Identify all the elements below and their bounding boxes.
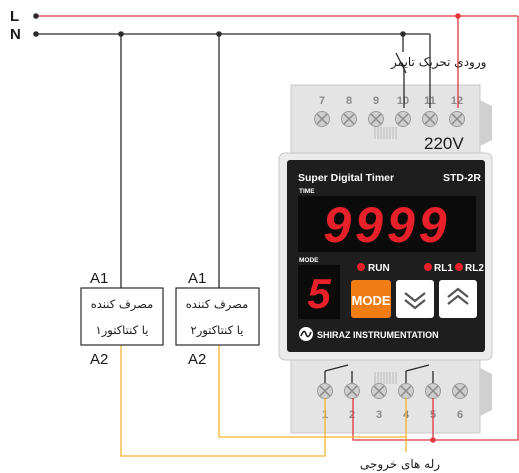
mode-label: MODE bbox=[299, 257, 319, 264]
relay-2-contact bbox=[405, 364, 434, 383]
neutral-source-point bbox=[33, 31, 39, 37]
output-wire-2 bbox=[218, 345, 407, 438]
time-display: 9999 bbox=[323, 197, 450, 253]
rl2-indicator-led bbox=[455, 263, 463, 271]
bottom-vent-grooves bbox=[374, 372, 397, 384]
device-model: STD-2R bbox=[443, 172, 481, 184]
live-junction-bottom bbox=[430, 437, 436, 443]
trigger-switch bbox=[395, 52, 407, 74]
load-2-a2: A2 bbox=[188, 351, 206, 368]
relay-1-contact bbox=[324, 364, 353, 383]
load-1-line-1: مصرف کننده bbox=[91, 297, 154, 312]
housing-side-tab-bottom bbox=[480, 368, 492, 416]
terminal-screw-10[interactable] bbox=[395, 111, 411, 127]
device-title: Super Digital Timer bbox=[298, 172, 394, 184]
terminal-screw-2[interactable] bbox=[344, 383, 360, 399]
live-line-label: L bbox=[10, 8, 19, 25]
terminal-screw-7[interactable] bbox=[314, 111, 330, 127]
mode-display: 5 bbox=[307, 270, 331, 317]
terminal-screw-12[interactable] bbox=[449, 111, 465, 127]
up-button[interactable] bbox=[439, 280, 477, 318]
rl2-label: RL2 bbox=[465, 263, 484, 274]
neutral-wire bbox=[36, 33, 431, 288]
mode-display-window bbox=[298, 265, 340, 319]
down-button[interactable] bbox=[396, 280, 434, 318]
neutral-junction-1 bbox=[118, 31, 124, 37]
load-1-box bbox=[80, 287, 164, 346]
live-source-point bbox=[33, 13, 39, 19]
load-2-box bbox=[175, 287, 260, 346]
rl1-label: RL1 bbox=[434, 263, 453, 274]
terminal-screw-4[interactable] bbox=[398, 383, 414, 399]
rl1-indicator-led bbox=[424, 263, 432, 271]
load-1: A1 مصرف کننده یا کنتاکتور۱ A2 bbox=[80, 270, 164, 368]
load-1-a2: A2 bbox=[90, 351, 108, 368]
trigger-input-label: ورودی تحریک تایمر bbox=[390, 55, 486, 70]
output-relays-label: رله های خروجی bbox=[360, 457, 440, 472]
terminal-screw-9[interactable] bbox=[368, 111, 384, 127]
load-1-a1: A1 bbox=[90, 270, 108, 287]
mode-button-label: MODE bbox=[352, 293, 391, 308]
terminal-number-10: 10 bbox=[397, 95, 409, 107]
load-2-a1: A1 bbox=[188, 270, 206, 287]
load-2-line-1: مصرف کننده bbox=[186, 297, 249, 312]
chevron-double-up-icon bbox=[447, 287, 469, 305]
mode-button[interactable]: MODE bbox=[351, 280, 391, 318]
output-wire-1 bbox=[120, 345, 326, 457]
live-junction bbox=[455, 13, 461, 19]
front-panel-face bbox=[287, 160, 485, 352]
terminal-number-3: 3 bbox=[376, 409, 382, 421]
housing-side-tab-top bbox=[480, 100, 492, 146]
chevron-double-down-icon bbox=[404, 292, 426, 310]
load-2-line-2: یا کنتاکتور۲ bbox=[191, 323, 244, 338]
terminal-screw-5[interactable] bbox=[425, 383, 441, 399]
time-label: TIME bbox=[299, 188, 315, 195]
bottom-terminal-screws bbox=[317, 383, 468, 399]
time-display-window bbox=[298, 196, 476, 252]
terminal-number-2: 2 bbox=[349, 409, 355, 421]
front-panel: Super Digital Timer STD-2R TIME 9999 MOD… bbox=[278, 152, 493, 361]
terminal-number-9: 9 bbox=[373, 95, 379, 107]
load-2: A1 مصرف کننده یا کنتاکتور۲ A2 bbox=[175, 270, 260, 368]
top-vent-grooves bbox=[374, 127, 397, 139]
terminal-screw-8[interactable] bbox=[341, 111, 357, 127]
load-1-line-2: یا کنتاکتور۱ bbox=[96, 323, 149, 338]
terminal-number-6: 6 bbox=[457, 409, 463, 421]
neutral-line-label: N bbox=[10, 26, 21, 43]
terminal-screw-6[interactable] bbox=[452, 383, 468, 399]
run-indicator-led bbox=[357, 263, 365, 271]
terminal-screw-3[interactable] bbox=[371, 383, 387, 399]
top-terminal-screws bbox=[314, 111, 465, 127]
terminal-number-7: 7 bbox=[319, 95, 325, 107]
voltage-label: 220V bbox=[424, 134, 464, 153]
neutral-junction-3 bbox=[400, 31, 406, 37]
brand-logo: SHIRAZ INSTRUMENTATION bbox=[299, 327, 439, 341]
run-label: RUN bbox=[368, 263, 390, 274]
brand-name: SHIRAZ INSTRUMENTATION bbox=[317, 330, 439, 340]
terminal-screw-11[interactable] bbox=[422, 111, 438, 127]
terminal-screw-1[interactable] bbox=[317, 383, 333, 399]
neutral-junction-2 bbox=[216, 31, 222, 37]
terminal-number-12: 12 bbox=[451, 95, 463, 107]
terminal-number-8: 8 bbox=[346, 95, 352, 107]
